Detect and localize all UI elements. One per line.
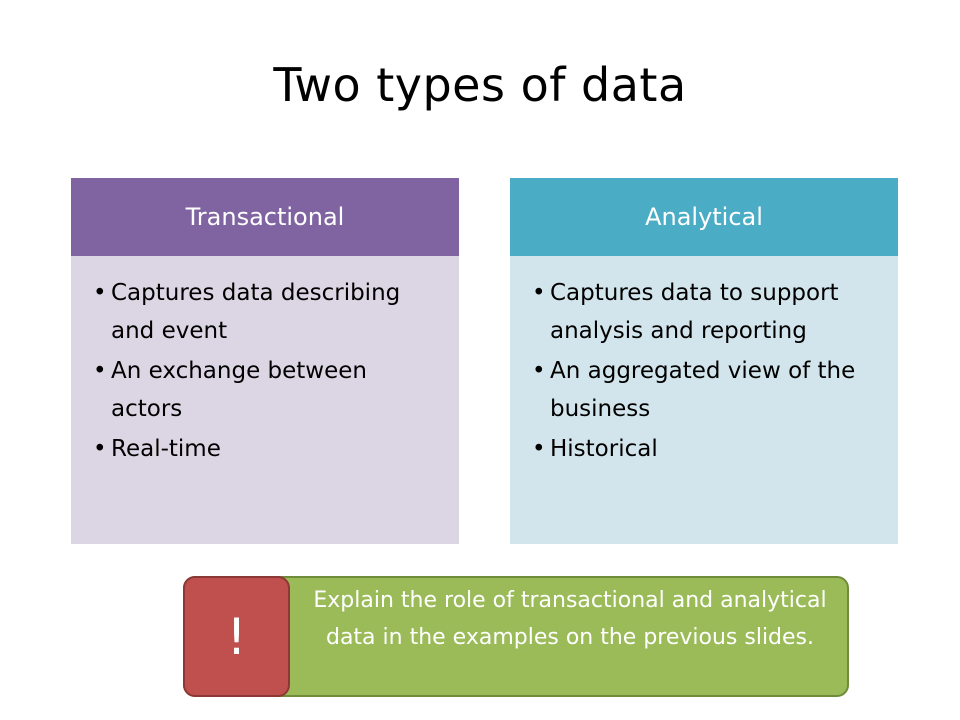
analytical-panel: Analytical Captures data to support anal… <box>510 178 898 544</box>
analytical-header: Analytical <box>510 178 898 256</box>
analytical-bullet: An aggregated view of the business <box>528 352 880 428</box>
transactional-bullet: Real-time <box>89 430 441 468</box>
analytical-bullet-list: Captures data to support analysis and re… <box>528 274 880 468</box>
callout-box: Explain the role of transactional and an… <box>183 576 849 697</box>
slide-title: Two types of data <box>273 58 687 112</box>
transactional-body: Captures data describing and event An ex… <box>71 256 459 544</box>
transactional-bullet: An exchange between actors <box>89 352 441 428</box>
analytical-bullet: Historical <box>528 430 880 468</box>
analytical-body: Captures data to support analysis and re… <box>510 256 898 544</box>
callout-text: Explain the role of transactional and an… <box>313 588 827 650</box>
transactional-panel: Transactional Captures data describing a… <box>71 178 459 544</box>
transactional-header: Transactional <box>71 178 459 256</box>
transactional-bullet: Captures data describing and event <box>89 274 441 350</box>
transactional-bullet-list: Captures data describing and event An ex… <box>89 274 441 468</box>
analytical-bullet: Captures data to support analysis and re… <box>528 274 880 350</box>
exclamation-icon: ! <box>183 576 290 697</box>
